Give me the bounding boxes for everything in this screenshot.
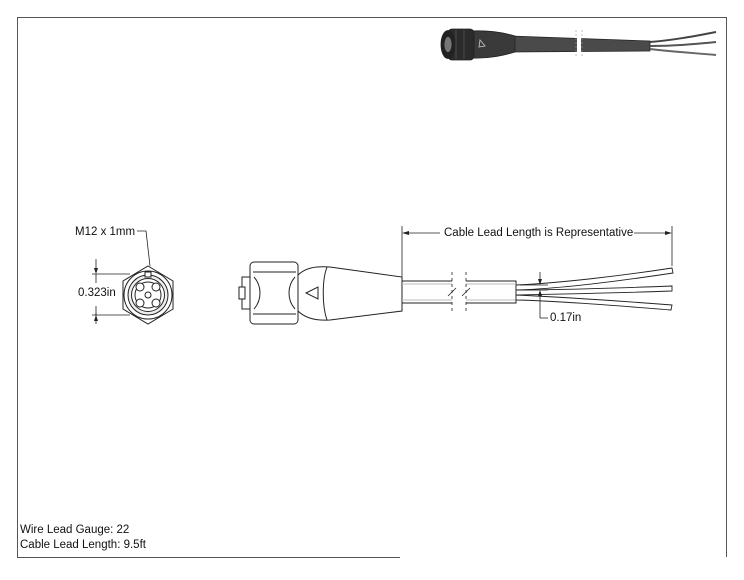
face-dimension-label: 0.323in bbox=[78, 287, 116, 299]
cable-dim-arrow-left bbox=[402, 231, 409, 235]
thread-size-label: M12 x 1mm bbox=[75, 226, 136, 238]
face-dim-arrow-bottom bbox=[94, 315, 98, 321]
cable-break-marks bbox=[447, 272, 471, 312]
cable-dim-arrow-right bbox=[665, 231, 672, 235]
wire-dim-arrow-bottom bbox=[538, 290, 542, 296]
cable-length-label: Cable Lead Length is Representative bbox=[444, 227, 634, 239]
face-dim-arrow-top bbox=[94, 268, 98, 274]
cable-length-note: Cable Lead Length: 9.5ft bbox=[20, 539, 146, 551]
isometric-preview bbox=[440, 28, 717, 61]
wire-dim-arrow-top bbox=[538, 279, 542, 285]
drawing-frame bbox=[17, 17, 727, 558]
drawing-notes: Wire Lead Gauge: 22 Cable Lead Length: 9… bbox=[20, 523, 146, 553]
cable-length-dimension bbox=[401, 226, 673, 277]
wire-dimension-label: 0.17in bbox=[550, 312, 582, 324]
wire-leads bbox=[515, 267, 674, 311]
wire-gauge-note: Wire Lead Gauge: 22 bbox=[20, 524, 130, 536]
wire-dimension-lines bbox=[520, 272, 548, 319]
connector-side-view bbox=[238, 261, 517, 325]
connector-face-view bbox=[122, 265, 174, 325]
